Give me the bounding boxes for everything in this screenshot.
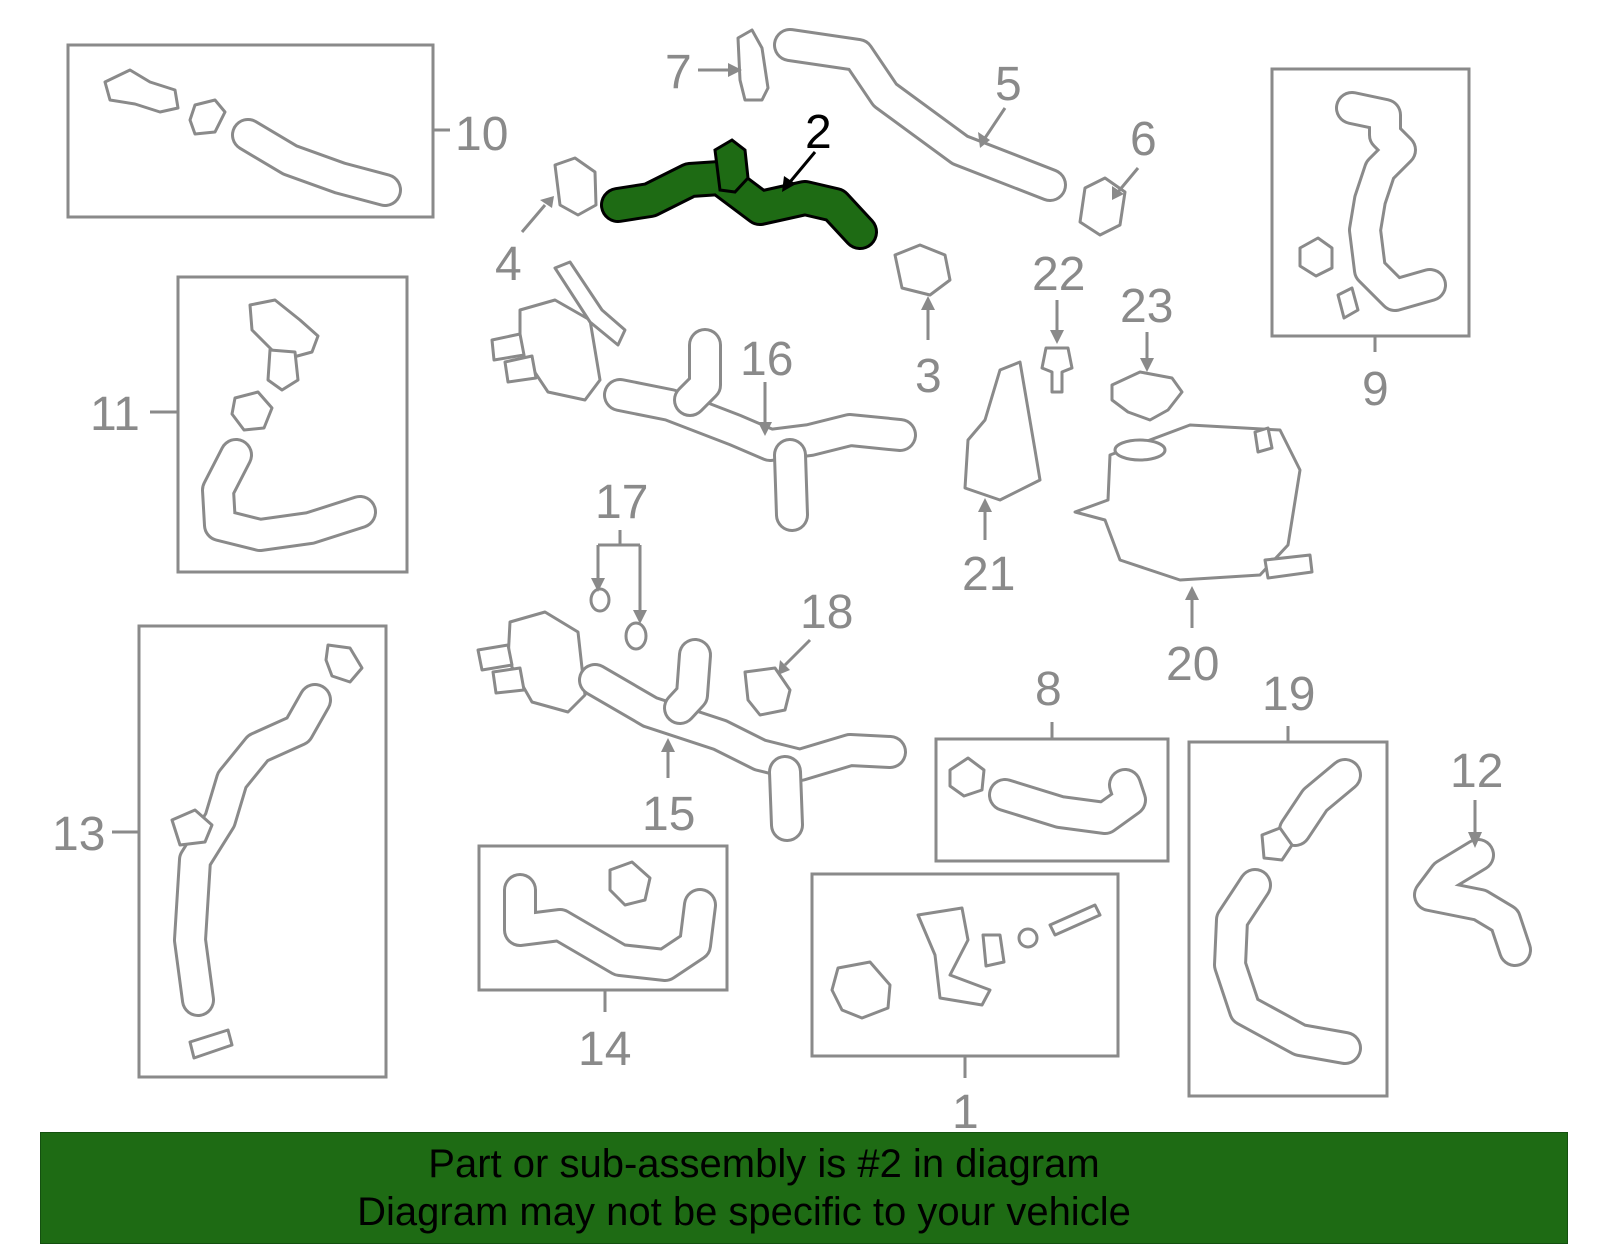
- callout-13: 13: [52, 808, 105, 861]
- callout-8: 8: [1035, 663, 1062, 716]
- callout-9: 9: [1362, 363, 1389, 416]
- part-3-group[interactable]: 3: [893, 243, 952, 403]
- part-4-group[interactable]: 4: [495, 156, 598, 291]
- callout-7: 7: [665, 46, 692, 99]
- callout-23: 23: [1120, 280, 1173, 333]
- part-13-box: [137, 624, 388, 1079]
- part-21-group[interactable]: 21: [962, 360, 1042, 601]
- part-2-group[interactable]: 2: [600, 106, 878, 250]
- callout-17: 17: [595, 476, 648, 529]
- part-12-group[interactable]: 12: [1413, 745, 1532, 967]
- part-8-group[interactable]: 8: [934, 663, 1170, 863]
- callout-21: 21: [962, 548, 1015, 601]
- part-18-group[interactable]: 18: [743, 586, 853, 717]
- banner-line-part-number: Part or sub-assembly is #2 in diagram: [428, 1142, 1100, 1186]
- callout-18: 18: [800, 586, 853, 639]
- part-10-group[interactable]: 10: [66, 43, 508, 219]
- part-5-group[interactable]: 5: [773, 28, 1067, 202]
- part-10-connector: [103, 68, 180, 114]
- callout-10: 10: [455, 108, 508, 161]
- part-23-group[interactable]: 23: [1110, 280, 1184, 422]
- part-15-group[interactable]: 15: [476, 610, 907, 842]
- part-1-group[interactable]: 1: [810, 872, 1120, 1139]
- callout-2: 2: [805, 106, 832, 159]
- callout-4: 4: [495, 238, 522, 291]
- part-10-clamp: [188, 98, 227, 136]
- callout-14: 14: [578, 1023, 631, 1076]
- part-9-group[interactable]: 9: [1270, 67, 1471, 416]
- part-16-group[interactable]: 16: [490, 260, 917, 532]
- callout-19: 19: [1262, 668, 1315, 721]
- part-6-group[interactable]: 6: [1078, 113, 1157, 237]
- callout-20: 20: [1166, 638, 1219, 691]
- callout-22: 22: [1032, 248, 1085, 301]
- part-20-group[interactable]: 20: [1073, 423, 1314, 691]
- part-17-group[interactable]: 17: [589, 476, 648, 651]
- banner-line-disclaimer: Diagram may not be specific to your vehi…: [357, 1190, 1131, 1234]
- callout-3: 3: [915, 350, 942, 403]
- info-banner: Part or sub-assembly is #2 in diagram Di…: [40, 1132, 1568, 1244]
- callout-16: 16: [740, 333, 793, 386]
- callout-11: 11: [90, 388, 140, 441]
- callout-15: 15: [642, 788, 695, 841]
- part-14-group[interactable]: 14: [477, 844, 729, 1076]
- callout-12: 12: [1450, 745, 1503, 798]
- callout-1: 1: [952, 1086, 979, 1139]
- part-22-group[interactable]: 22: [1032, 248, 1085, 394]
- part-19-group[interactable]: 19: [1187, 668, 1389, 1098]
- part-13-group[interactable]: 13: [52, 624, 388, 1079]
- callout-5: 5: [995, 58, 1022, 111]
- part-7-group[interactable]: 7: [665, 28, 770, 102]
- callout-6: 6: [1130, 113, 1157, 166]
- part-11-group[interactable]: 11: [90, 275, 409, 574]
